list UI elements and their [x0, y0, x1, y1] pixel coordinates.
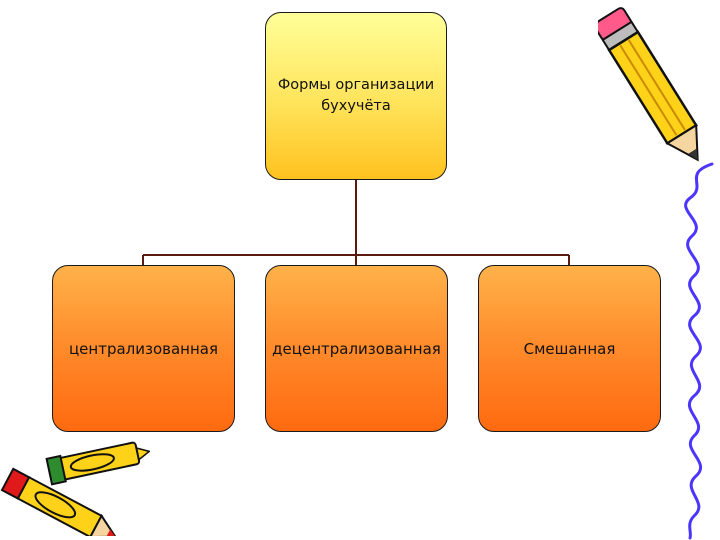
child-node-mixed: Смешанная [478, 265, 661, 432]
squiggle-line [684, 162, 714, 540]
root-node: Формы организации бухучёта [265, 12, 447, 180]
child-label-mixed: Смешанная [523, 339, 616, 358]
root-label: Формы организации бухучёта [277, 77, 435, 114]
child-node-centralized: централизованная [52, 265, 235, 432]
crayon-icon [0, 441, 150, 536]
child-label-decentralized: децентрализованная [272, 339, 441, 358]
child-label-centralized: централизованная [68, 339, 219, 358]
pencil-icon [598, 7, 699, 162]
child-node-decentralized: децентрализованная [265, 265, 448, 432]
